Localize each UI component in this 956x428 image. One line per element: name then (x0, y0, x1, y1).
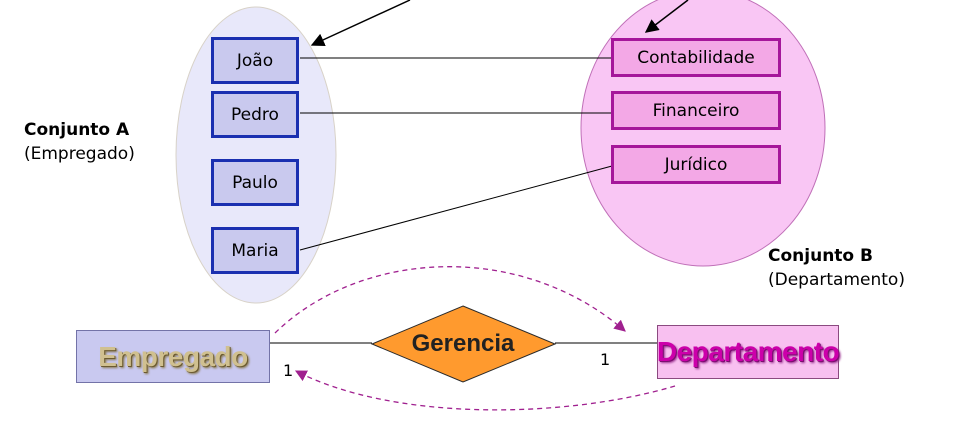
set-b-subtitle: (Departamento) (768, 270, 905, 290)
set-b-title: Conjunto B (768, 246, 873, 266)
element-pedro: Pedro (211, 91, 299, 138)
element-paulo: Paulo (211, 159, 299, 206)
mapping-line-maria (299, 165, 613, 251)
element-juridico: Jurídico (611, 145, 781, 184)
set-a-subtitle: (Empregado) (24, 144, 135, 164)
pointer-arrow-a (310, 0, 411, 47)
element-joao: João (211, 37, 299, 84)
set-b-label: Conjunto B (Departamento) (768, 244, 905, 292)
dashed-arrow-top (274, 266, 626, 334)
relationship-label: Gerencia (411, 330, 515, 357)
set-a-title: Conjunto A (24, 120, 130, 140)
element-contabilidade: Contabilidade (611, 38, 781, 77)
element-financeiro: Financeiro (611, 91, 781, 130)
element-maria: Maria (211, 227, 299, 274)
relationship-diamond (370, 305, 557, 383)
entity-departamento: Departamento (657, 325, 840, 379)
cardinality-left: 1 (283, 361, 294, 380)
dashed-arrow-bottom (294, 370, 676, 411)
pointer-arrow-b (644, 0, 689, 33)
cardinality-right: 1 (600, 350, 611, 369)
entity-empregado: Empregado (76, 330, 270, 383)
set-a-label: Conjunto A (Empregado) (24, 118, 135, 166)
